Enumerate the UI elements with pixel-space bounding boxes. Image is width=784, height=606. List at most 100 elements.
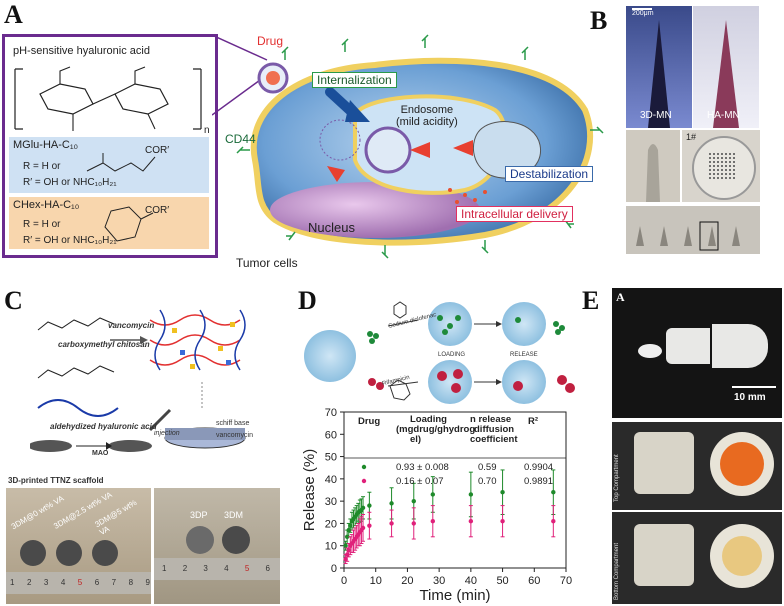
carboxymethyl-label: carboxymethyl chitosan: [58, 340, 150, 349]
chemical-structure-box: pH-sensitive hyaluronic acid n MGlu-HA-C…: [2, 34, 218, 258]
table-marker: [361, 464, 367, 470]
scalebar-label: 10 mm: [734, 392, 766, 403]
capsule-photo: A 10 mm: [612, 288, 782, 418]
microneedle-side-view: [626, 206, 760, 254]
x-tick-label: 50: [496, 575, 508, 587]
data-point: [411, 521, 416, 526]
x-axis-label: Time (min): [419, 587, 490, 604]
chex-ring: [104, 206, 154, 242]
data-point: [411, 498, 416, 504]
table-n: 0.59: [478, 462, 497, 473]
table-marker: [361, 478, 367, 484]
y-tick-label: 0: [331, 563, 337, 575]
table-header: (mgdrug/ghydrog: [396, 424, 475, 435]
table-header: diffusion: [474, 424, 514, 435]
x-tick-label: 30: [433, 575, 445, 587]
bottom-comp-label: Bottom Compartment: [614, 542, 620, 600]
y-tick-label: 70: [325, 408, 337, 419]
data-point: [551, 519, 556, 524]
x-tick-label: 20: [401, 575, 413, 587]
x-tick-label: 60: [528, 575, 540, 587]
cor-label-1: COR′: [145, 145, 170, 156]
internalization-label: Internalization: [312, 72, 397, 88]
schiff-base-label: schiff base: [216, 420, 250, 427]
y-tick-label: 30: [325, 496, 337, 508]
mglu-label: MGlu-HA-C₁₀: [13, 139, 79, 151]
y-tick-label: 50: [325, 452, 337, 464]
tumor-cells-label: Tumor cells: [236, 256, 298, 270]
x-tick-label: 40: [465, 575, 477, 587]
mao-label: MAO: [92, 450, 109, 457]
microneedle-array: 1#: [682, 130, 760, 202]
destabilization-label: Destabilization: [505, 166, 594, 182]
plot-frame: [343, 411, 567, 569]
intracellular-delivery-label: Intracellular delivery: [456, 206, 573, 222]
caption-ha-mn: HA-MN: [707, 110, 740, 121]
y-axis-label: Release (%): [301, 449, 318, 532]
caption-3d-mn: 3D-MN: [640, 110, 672, 121]
data-point: [367, 523, 372, 528]
injection-label: injection: [154, 430, 180, 437]
table-header: Drug: [358, 416, 380, 427]
table-n: 0.70: [478, 476, 497, 487]
data-point: [360, 505, 366, 511]
microneedle-closeup: [626, 130, 680, 202]
table-header: R²: [528, 416, 538, 427]
data-point: [343, 543, 348, 548]
photo2-label-1: 3DP: [190, 510, 208, 520]
panel-label-a: A: [4, 0, 23, 29]
cor-label-2: COR′: [145, 205, 170, 216]
hydrogel-schematic: [30, 309, 246, 452]
data-point: [430, 519, 435, 524]
top-compartment-photo: Top Compartment: [612, 422, 782, 510]
table-header: n release: [470, 414, 511, 425]
scaffold-photo-va: 3DM@0 wt% VA 3DM@2.5 wt% VA 3DM@5 wt% VA…: [6, 488, 151, 604]
data-point: [389, 501, 394, 506]
data-point: [500, 519, 505, 524]
drug-loading-schematic: [304, 301, 575, 404]
panel-label-d: D: [298, 286, 317, 315]
table-r2: 0.9904: [524, 462, 553, 473]
callout-lines: [212, 34, 268, 116]
table-loading: 0.16 ± 0.07: [396, 476, 443, 487]
panel-label-c: C: [4, 286, 23, 315]
chex-label: CHex-HA-C₁₀: [13, 199, 80, 211]
data-point: [551, 490, 556, 495]
ha-structure-drawing: [14, 66, 202, 131]
top-comp-label: Top Compartment: [614, 454, 620, 502]
data-point: [468, 492, 474, 497]
data-point: [500, 490, 505, 495]
mglu-r2: R′ = OH or NHC₁₀H₂₁: [23, 177, 117, 188]
panel-label-b: B: [590, 6, 608, 35]
x-tick-label: 70: [560, 575, 572, 587]
vancomycin-arrow-label: vancomycin: [108, 321, 155, 330]
tumor-cell-illustration: [236, 34, 604, 259]
cd44-label: CD44: [225, 132, 256, 146]
scaffold-label: 3D-printed TTNZ scaffold: [8, 476, 104, 485]
data-point: [367, 503, 372, 508]
table-loading: 0.93 ± 0.008: [396, 462, 449, 473]
table-header: coefficient: [470, 434, 518, 445]
y-tick-label: 20: [325, 518, 337, 530]
data-point: [389, 521, 394, 526]
table-header: el): [410, 434, 421, 445]
drug-label: Drug: [257, 34, 284, 48]
loading-label: LOADING: [438, 352, 466, 358]
subscript-n: n: [204, 125, 210, 136]
x-tick-label: 0: [341, 575, 347, 587]
endosome-label: Endosome (mild acidity): [396, 104, 458, 128]
microneedle-photo-ha: HA-MN: [693, 6, 759, 128]
nucleus-label: Nucleus: [308, 220, 355, 235]
aldehydized-label: aldehydized hyaluronic acid: [50, 422, 157, 431]
mglu-r: R = H or: [23, 161, 61, 172]
inner-label-a: A: [616, 290, 625, 304]
table-header: Loading: [410, 414, 447, 425]
scale-text: 200μm: [632, 10, 654, 17]
chex-r: R = H or: [23, 219, 61, 230]
photo2-label-2: 3DM: [224, 510, 244, 520]
bottom-compartment-photo: Bottom Compartment: [612, 512, 782, 604]
